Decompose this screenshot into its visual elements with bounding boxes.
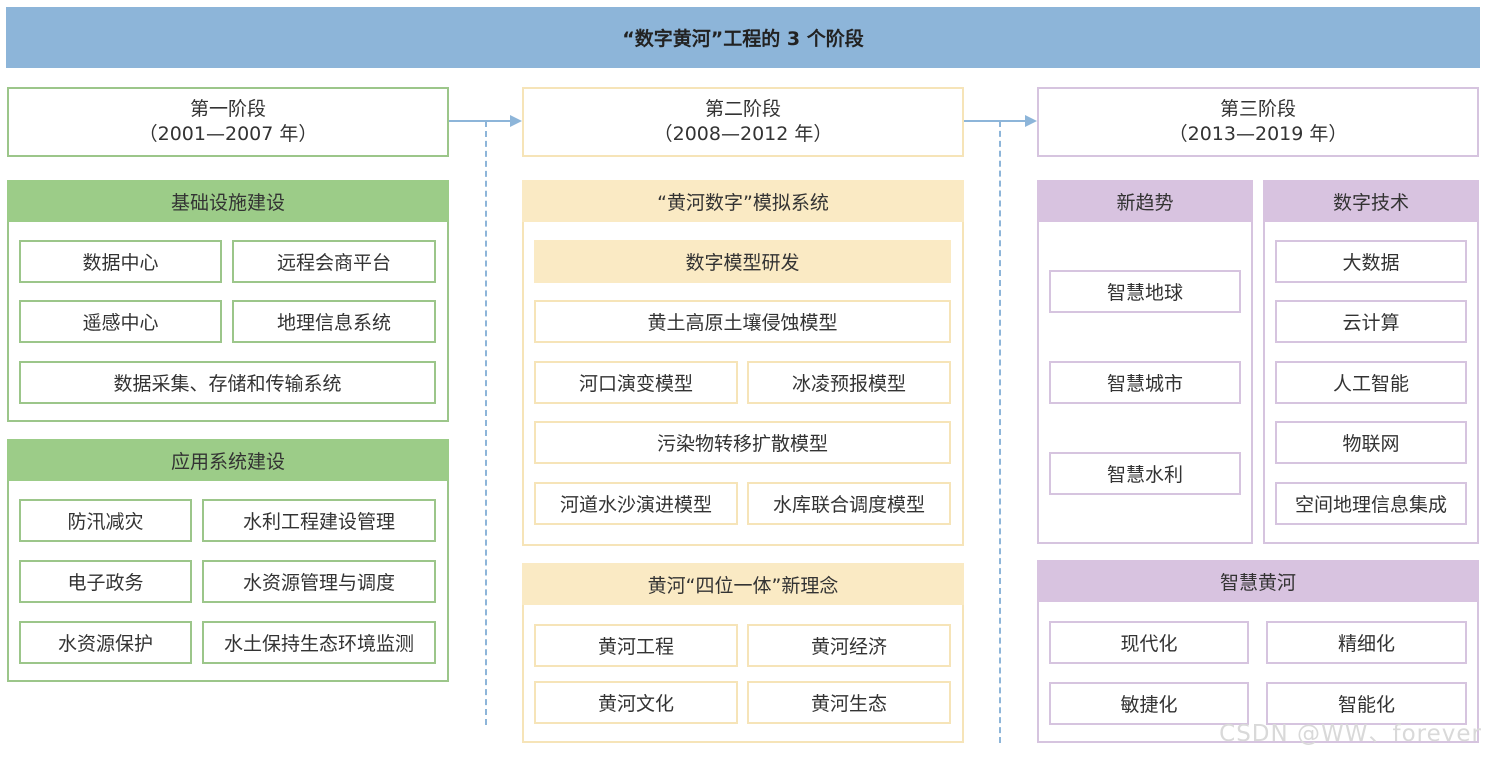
subsection-model-development: 数字模型研发	[534, 240, 951, 283]
item-reservoir-dispatch-model: 水库联合调度模型	[747, 482, 951, 525]
divider-line-2	[999, 121, 1001, 743]
stage-3-header: 第三阶段 （2013—2019 年）	[1037, 87, 1479, 157]
item-iot: 物联网	[1275, 421, 1467, 464]
item-cloud-computing: 云计算	[1275, 300, 1467, 343]
item-water-resources-dispatch: 水资源管理与调度	[202, 560, 436, 603]
item-yellow-river-culture: 黄河文化	[534, 681, 738, 724]
section-simulation-system-title: “黄河数字”模拟系统	[522, 180, 964, 222]
stage-1-name: 第一阶段	[189, 98, 266, 120]
item-e-government: 电子政务	[19, 560, 192, 603]
item-pollutant-diffusion-model: 污染物转移扩散模型	[534, 421, 951, 464]
section-new-trends-title: 新趋势	[1037, 180, 1253, 222]
item-yellow-river-engineering: 黄河工程	[534, 624, 738, 667]
stage-1-period: （2001—2007 年）	[138, 123, 318, 145]
item-big-data: 大数据	[1275, 240, 1467, 283]
watermark: CSDN @WW、forever	[1219, 721, 1482, 747]
item-remote-sensing-center: 遥感中心	[19, 300, 222, 343]
divider-line-1	[485, 121, 487, 725]
diagram-title: “数字黄河”工程的 3 个阶段	[6, 7, 1480, 68]
arrowhead-icon	[510, 115, 522, 127]
item-agility: 敏捷化	[1049, 682, 1249, 725]
section-application-systems-title: 应用系统建设	[7, 439, 449, 481]
item-yellow-river-economy: 黄河经济	[747, 624, 951, 667]
item-data-acquisition-system: 数据采集、存储和传输系统	[19, 361, 436, 404]
item-intelligence: 智能化	[1266, 682, 1467, 725]
item-ai: 人工智能	[1275, 361, 1467, 404]
section-smart-yellow-river-title: 智慧黄河	[1037, 560, 1479, 602]
item-sediment-routing-model: 河道水沙演进模型	[534, 482, 738, 525]
item-smart-earth: 智慧地球	[1049, 270, 1241, 313]
stage-3-period: （2013—2019 年）	[1168, 123, 1348, 145]
item-water-protection: 水资源保护	[19, 621, 192, 664]
item-soil-conservation-monitoring: 水土保持生态环境监测	[202, 621, 436, 664]
arrowhead-icon	[1025, 115, 1037, 127]
item-estuary-evolution-model: 河口演变模型	[534, 361, 738, 404]
item-yellow-river-ecology: 黄河生态	[747, 681, 951, 724]
item-ice-forecast-model: 冰凌预报模型	[747, 361, 951, 404]
stage-1-header: 第一阶段 （2001—2007 年）	[7, 87, 449, 157]
item-refinement: 精细化	[1266, 621, 1467, 664]
item-smart-city: 智慧城市	[1049, 361, 1241, 404]
section-four-in-one-title: 黄河“四位一体”新理念	[522, 563, 964, 605]
item-remote-consultation-platform: 远程会商平台	[232, 240, 436, 283]
item-spatial-info-integration: 空间地理信息集成	[1275, 482, 1467, 525]
item-gis: 地理信息系统	[232, 300, 436, 343]
item-smart-water: 智慧水利	[1049, 452, 1241, 495]
section-infrastructure-title: 基础设施建设	[7, 180, 449, 222]
section-digital-tech-title: 数字技术	[1263, 180, 1479, 222]
stage-3-name: 第三阶段	[1219, 98, 1296, 120]
item-flood-control: 防汛减灾	[19, 499, 192, 542]
item-modernization: 现代化	[1049, 621, 1249, 664]
stage-2-name: 第二阶段	[704, 98, 781, 120]
stage-2-period: （2008—2012 年）	[653, 123, 833, 145]
stage-2-header: 第二阶段 （2008—2012 年）	[522, 87, 964, 157]
item-water-project-management: 水利工程建设管理	[202, 499, 436, 542]
item-soil-erosion-model: 黄土高原土壤侵蚀模型	[534, 300, 951, 343]
item-data-center: 数据中心	[19, 240, 222, 283]
